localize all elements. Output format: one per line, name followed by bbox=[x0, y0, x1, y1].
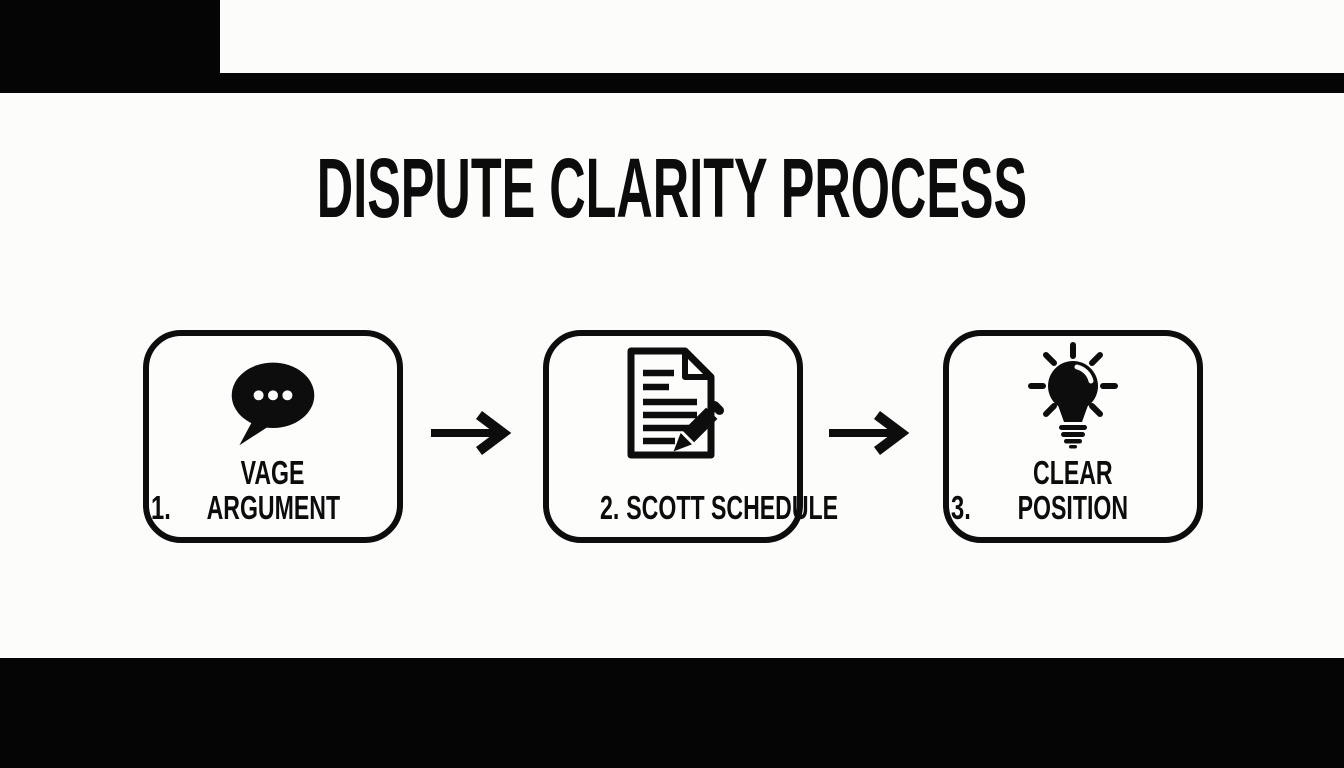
top-divider-bar bbox=[0, 73, 1344, 93]
step-label-line: VAGE bbox=[241, 454, 305, 491]
page-title-wrap: DISPUTE CLARITY PROCESS bbox=[0, 140, 1344, 237]
lightbulb-icon bbox=[1018, 342, 1128, 457]
step-label: CLEAR POSITION bbox=[949, 455, 1197, 525]
step-label: VAGE ARGUMENT bbox=[149, 455, 397, 525]
speech-bubble-icon bbox=[225, 356, 321, 455]
step-box-scott-schedule: 2.SCOTT SCHEDULE bbox=[543, 330, 838, 543]
step-label: 2.SCOTT SCHEDULE bbox=[549, 489, 838, 526]
right-arrow-icon bbox=[825, 409, 913, 457]
page-title: DISPUTE CLARITY PROCESS bbox=[316, 141, 1028, 235]
step-box-vague-argument: 1. VAGE ARGUMENT bbox=[143, 330, 403, 543]
step-label-line: SCOTT SCHEDULE bbox=[626, 489, 839, 526]
document-pencil-icon bbox=[613, 346, 733, 465]
step-label-line: CLEAR bbox=[1033, 454, 1113, 491]
step-label-line: POSITION bbox=[1017, 489, 1129, 526]
right-arrow-icon bbox=[427, 409, 515, 457]
step-number: 1. bbox=[151, 489, 171, 526]
step-number: 2. bbox=[600, 489, 620, 526]
bottom-black-bar bbox=[0, 658, 1344, 768]
step-label-line: ARGUMENT bbox=[206, 489, 340, 526]
step-box-clear-position: 3. CLEAR POSITION bbox=[943, 330, 1203, 543]
step-number: 3. bbox=[951, 489, 971, 526]
top-left-black-block bbox=[0, 0, 220, 74]
